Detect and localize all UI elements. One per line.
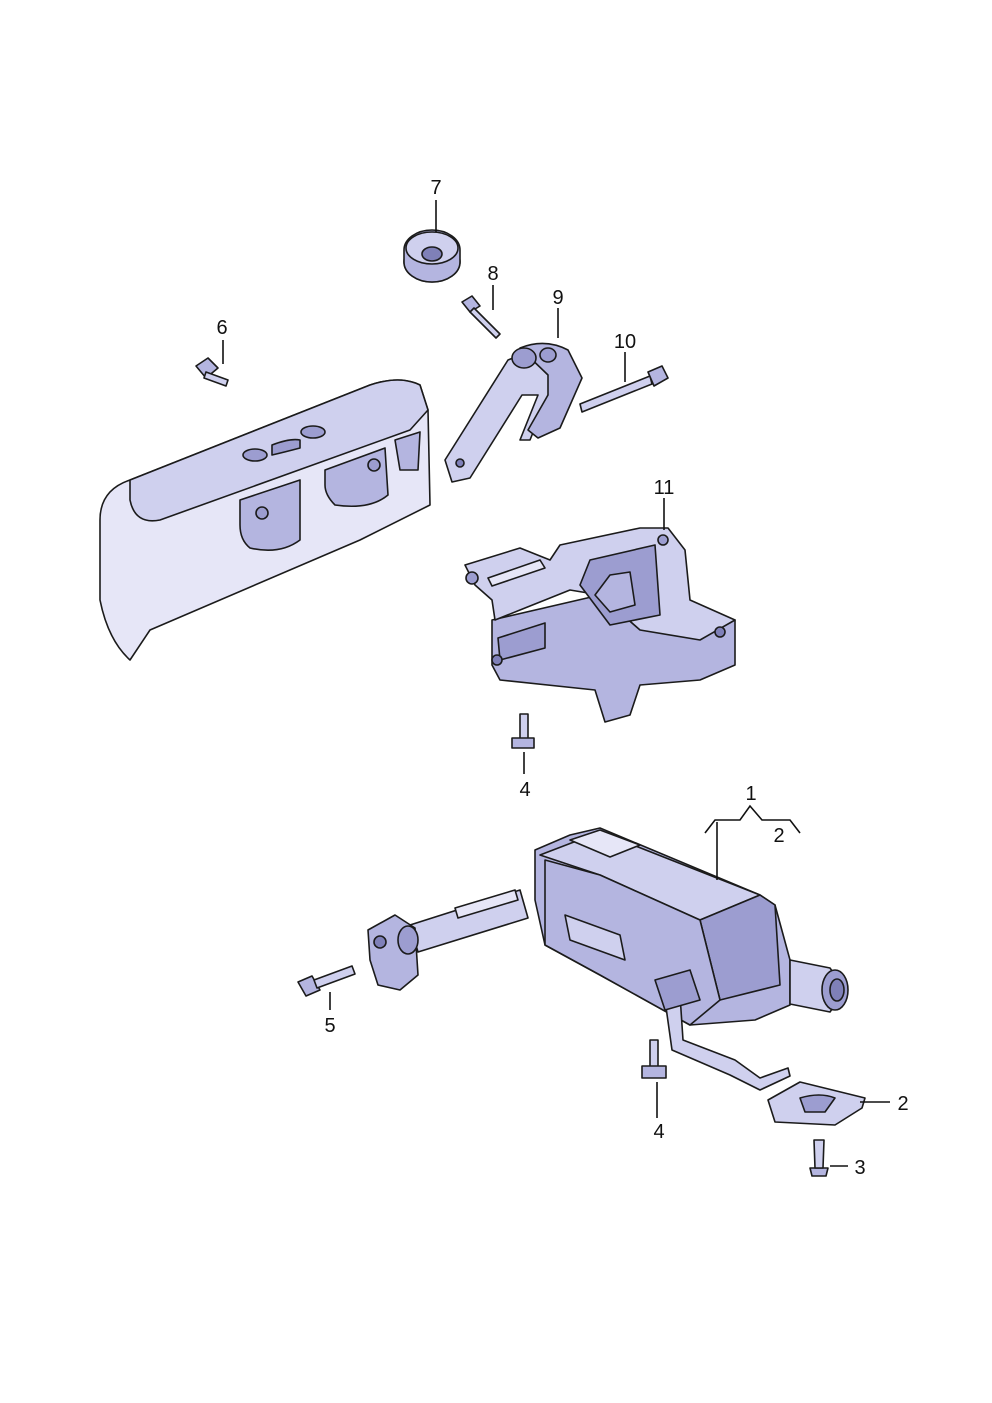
bolt-10 (579, 365, 669, 413)
cover-2 (767, 1081, 866, 1126)
label-4-upper: 4 (519, 779, 530, 801)
bracket-9 (444, 342, 583, 483)
label-2-lower: 2 (897, 1093, 908, 1115)
label-7: 7 (430, 177, 441, 199)
mounting-bracket-11 (464, 527, 736, 723)
label-4-lower: 4 (653, 1121, 664, 1143)
label-9: 9 (552, 287, 563, 309)
leader-lines (222, 200, 890, 1167)
label-5: 5 (324, 1015, 335, 1037)
label-6: 6 (216, 317, 227, 339)
part-labels: 7 8 9 6 10 11 4 1 2 5 4 2 3 (216, 177, 908, 1179)
bolt-5 (297, 965, 356, 997)
label-8: 8 (487, 263, 498, 285)
label-3: 3 (854, 1157, 865, 1179)
label-2-upper: 2 (773, 825, 784, 847)
grommet-7 (403, 229, 461, 283)
bolt-4-upper (511, 713, 535, 749)
bolt-8 (461, 295, 501, 339)
label-10: 10 (614, 331, 636, 353)
steering-column-1 (367, 827, 849, 1091)
label-1: 1 (745, 783, 756, 805)
bolt-4-lower (641, 1039, 667, 1079)
screw-3 (809, 1139, 829, 1177)
crossmember-panel (99, 379, 431, 661)
label-11: 11 (654, 477, 675, 499)
bolt-6 (195, 357, 229, 387)
